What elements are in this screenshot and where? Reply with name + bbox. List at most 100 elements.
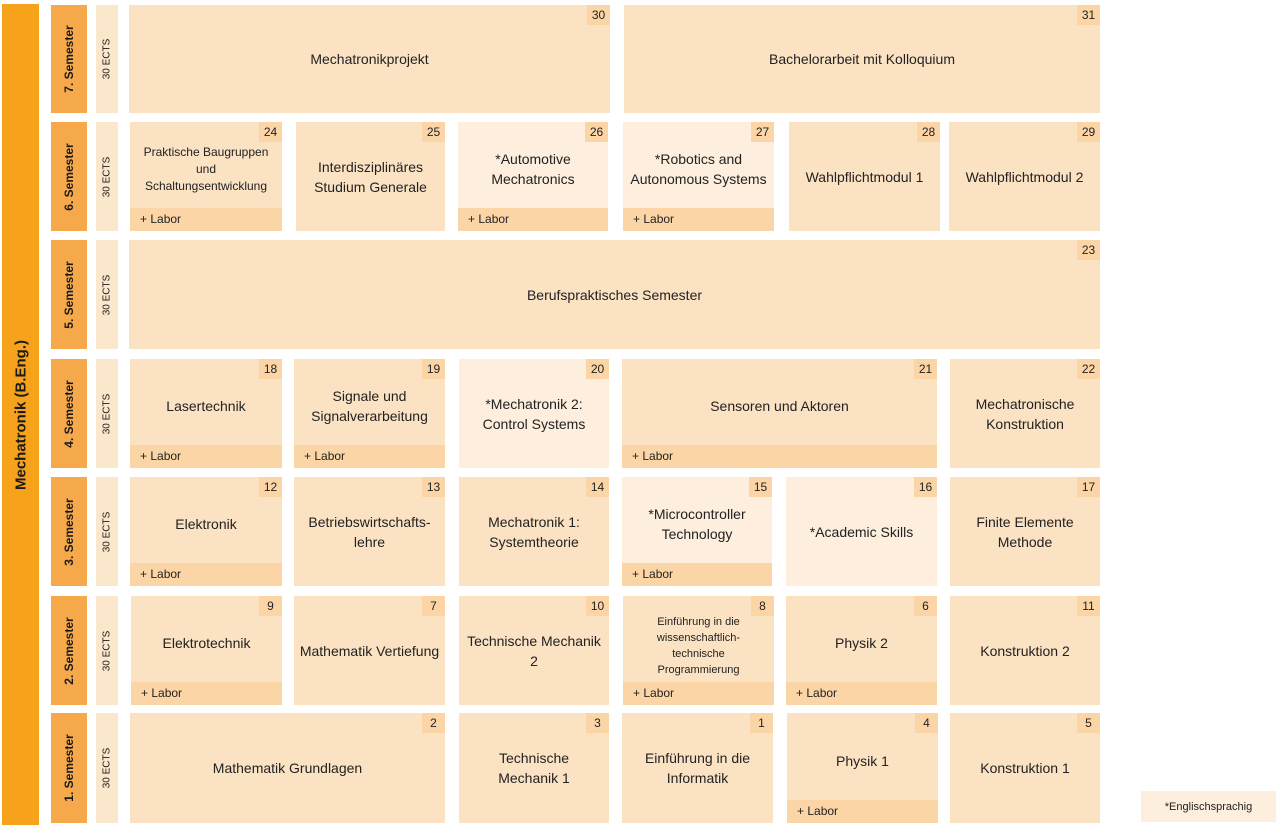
module-7: 7 Mathematik Vertiefung <box>294 596 445 705</box>
module-title: Technische Mechanik 2 <box>467 632 601 669</box>
module-number: 26 <box>585 122 608 142</box>
ects-label-1: 30 ECTS <box>96 713 118 823</box>
module-number: 16 <box>914 477 937 497</box>
module-number: 31 <box>1077 5 1100 25</box>
module-number: 29 <box>1077 122 1100 142</box>
module-2: 2 Mathematik Grundlagen <box>130 713 445 823</box>
lab-badge: + Labor <box>622 445 937 468</box>
module-title: *Mechatronik 2: Control Systems <box>482 395 586 432</box>
module-number: 6 <box>914 596 937 616</box>
module-title: Konstruktion 2 <box>980 642 1070 659</box>
module-title: Betriebswirtschafts-lehre <box>308 513 431 550</box>
module-number: 10 <box>586 596 609 616</box>
module-15: 15 *Microcontroller Technology + Labor <box>622 477 772 586</box>
module-17: 17 Finite Elemente Methode <box>950 477 1100 586</box>
module-24: 24 Praktische Baugruppen und Schaltungse… <box>130 122 282 231</box>
module-title: Praktische Baugruppen und Schaltungsentw… <box>143 144 269 193</box>
module-number: 24 <box>259 122 282 142</box>
module-title: Einführung in die Informatik <box>644 750 751 786</box>
module-16: 16 *Academic Skills <box>786 477 937 586</box>
module-number: 4 <box>915 713 938 733</box>
module-1: 1 Einführung in die Informatik <box>622 713 773 823</box>
module-28: 28 Wahlpflichtmodul 1 <box>789 122 940 231</box>
module-number: 18 <box>259 359 282 379</box>
module-title: Finite Elemente Methode <box>976 513 1074 550</box>
module-title: Konstruktion 1 <box>980 760 1070 776</box>
module-number: 20 <box>586 359 609 379</box>
module-title: *Automotive Mechatronics <box>491 151 575 187</box>
module-18: 18 Lasertechnik + Labor <box>130 359 282 468</box>
module-number: 27 <box>751 122 774 142</box>
lab-badge: + Labor <box>787 800 938 823</box>
module-title: Lasertechnik <box>166 398 246 414</box>
lab-badge: + Labor <box>623 208 774 231</box>
module-number: 12 <box>259 477 282 497</box>
module-title: Wahlpflichtmodul 2 <box>965 168 1084 185</box>
module-6: 6 Physik 2 + Labor <box>786 596 937 705</box>
module-number: 11 <box>1077 596 1100 616</box>
module-number: 19 <box>422 359 445 379</box>
module-25: 25 Interdisziplinäres Studium Generale <box>296 122 445 231</box>
module-title: Interdisziplinäres Studium Generale <box>314 158 427 195</box>
module-26: 26 *Automotive Mechatronics + Labor <box>458 122 608 231</box>
module-5: 5 Konstruktion 1 <box>950 713 1100 823</box>
module-27: 27 *Robotics and Autonomous Systems + La… <box>623 122 774 231</box>
module-number: 28 <box>917 122 940 142</box>
module-title: Mechatronikprojekt <box>310 51 429 67</box>
module-number: 1 <box>750 713 773 733</box>
module-title: Einführung in die wissenschaftlich-techn… <box>656 616 741 676</box>
module-title: Wahlpflichtmodul 1 <box>805 168 924 185</box>
module-21: 21 Sensoren und Aktoren + Labor <box>622 359 937 468</box>
module-title: Berufspraktisches Semester <box>526 286 703 303</box>
semester-label-1: 1. Semester <box>51 713 87 823</box>
lab-badge: + Labor <box>130 445 282 468</box>
module-number: 5 <box>1077 713 1100 733</box>
module-number: 25 <box>422 122 445 142</box>
module-12: 12 Elektronik + Labor <box>130 477 282 586</box>
module-14: 14 Mechatronik 1: Systemtheorie <box>459 477 609 586</box>
ects-label-6: 30 ECTS <box>96 122 118 231</box>
module-4: 4 Physik 1 + Labor <box>787 713 938 823</box>
module-number: 14 <box>586 477 609 497</box>
lab-badge: + Labor <box>294 445 445 468</box>
program-title: Mechatronik (B.Eng.) <box>12 339 29 490</box>
module-9: 9 Elektrotechnik + Labor <box>131 596 282 705</box>
module-number: 21 <box>914 359 937 379</box>
lab-badge: + Labor <box>623 682 774 705</box>
module-19: 19 Signale und Signalverarbeitung + Labo… <box>294 359 445 468</box>
module-30: 30 Mechatronikprojekt <box>129 5 610 113</box>
legend-english: *Englischsprachig <box>1141 791 1276 822</box>
lab-badge: + Labor <box>458 208 608 231</box>
module-number: 15 <box>749 477 772 497</box>
lab-badge: + Labor <box>622 563 772 586</box>
semester-label-6: 6. Semester <box>51 122 87 231</box>
lab-badge: + Labor <box>130 563 282 586</box>
ects-label-2: 30 ECTS <box>96 596 118 705</box>
semester-label-3: 3. Semester <box>51 477 87 586</box>
module-number: 30 <box>587 5 610 25</box>
module-23: 23 Berufspraktisches Semester <box>129 240 1100 349</box>
module-10: 10 Technische Mechanik 2 <box>459 596 609 705</box>
module-title: *Academic Skills <box>809 523 914 540</box>
module-31: 31 Bachelorarbeit mit Kolloquium <box>624 5 1100 113</box>
module-title: Mathematik Vertiefung <box>299 642 440 659</box>
lab-badge: + Labor <box>130 208 282 231</box>
module-number: 9 <box>259 596 282 616</box>
lab-badge: + Labor <box>786 682 937 705</box>
module-title: Mathematik Grundlagen <box>212 760 363 776</box>
module-title: Elektronik <box>175 516 237 532</box>
semester-label-7: 7. Semester <box>51 5 87 113</box>
module-3: 3 Technische Mechanik 1 <box>459 713 609 823</box>
module-title: Bachelorarbeit mit Kolloquium <box>769 51 955 67</box>
module-13: 13 Betriebswirtschafts-lehre <box>294 477 445 586</box>
semester-label-5: 5. Semester <box>51 240 87 349</box>
program-bar: Mechatronik (B.Eng.) <box>2 4 39 825</box>
semester-label-4: 4. Semester <box>51 359 87 468</box>
semester-label-2: 2. Semester <box>51 596 87 705</box>
module-title: Signale und Signalverarbeitung <box>311 388 428 424</box>
module-29: 29 Wahlpflichtmodul 2 <box>949 122 1100 231</box>
module-8: 8 Einführung in die wissenschaftlich-tec… <box>623 596 774 705</box>
module-20: 20 *Mechatronik 2: Control Systems <box>459 359 609 468</box>
module-number: 17 <box>1077 477 1100 497</box>
module-title: *Robotics and Autonomous Systems <box>630 151 767 187</box>
